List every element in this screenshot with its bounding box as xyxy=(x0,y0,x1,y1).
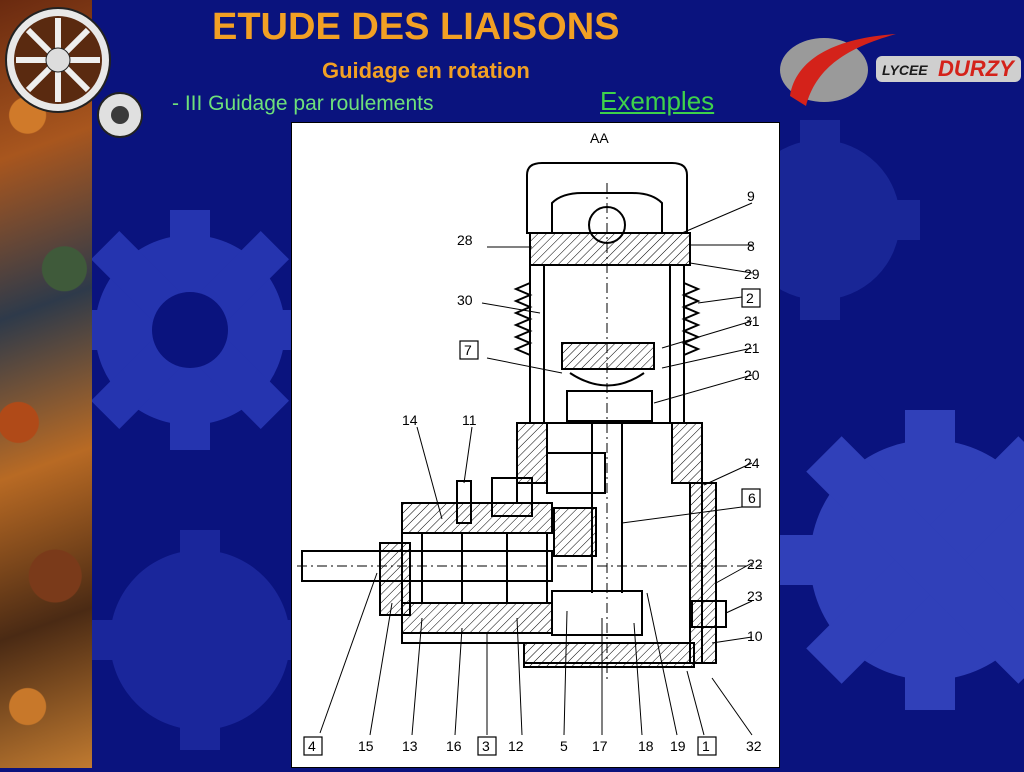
part-label-5: 5 xyxy=(560,738,568,754)
decorative-texture-strip xyxy=(0,0,92,768)
part-label-4: 4 xyxy=(308,738,316,754)
part-label-10: 10 xyxy=(747,628,763,644)
part-label-28: 28 xyxy=(457,232,473,248)
pump-cross-section-diagram: AA 9 8 29 2 31 21 20 24 6 22 23 10 28 30… xyxy=(297,130,763,756)
part-label-29: 29 xyxy=(744,266,760,282)
part-label-23: 23 xyxy=(747,588,763,604)
logo-word-durzy: DURZY xyxy=(938,56,1014,81)
part-label-9: 9 xyxy=(747,188,755,204)
logo-emblem-icon xyxy=(780,34,1021,106)
part-label-8: 8 xyxy=(747,238,755,254)
part-label-20: 20 xyxy=(744,367,760,383)
part-label-15: 15 xyxy=(358,738,374,754)
part-label-13: 13 xyxy=(402,738,418,754)
part-label-18: 18 xyxy=(638,738,654,754)
part-label-30: 30 xyxy=(457,292,473,308)
slide-title: ETUDE DES LIAISONS xyxy=(212,6,620,48)
view-label: AA xyxy=(590,130,609,146)
part-label-2: 2 xyxy=(746,290,754,306)
gear-illustration-icon xyxy=(5,7,143,138)
part-label-19: 19 xyxy=(670,738,686,754)
part-label-1: 1 xyxy=(702,738,710,754)
part-label-24: 24 xyxy=(744,455,760,471)
technical-drawing: AA 9 8 29 2 31 21 20 24 6 22 23 10 28 30… xyxy=(291,122,780,768)
section-heading: - III Guidage par roulements xyxy=(172,92,434,115)
part-label-11: 11 xyxy=(462,412,477,428)
part-label-31: 31 xyxy=(744,313,760,329)
part-label-6: 6 xyxy=(748,490,756,506)
exemples-link[interactable]: Exemples xyxy=(600,86,715,116)
part-label-32: 32 xyxy=(746,738,762,754)
part-label-12: 12 xyxy=(508,738,524,754)
part-label-16: 16 xyxy=(446,738,462,754)
part-label-7: 7 xyxy=(464,342,472,358)
part-label-21: 21 xyxy=(744,340,760,356)
part-label-17: 17 xyxy=(592,738,608,754)
lycee-durzy-logo: LYCEE DURZY xyxy=(776,28,1024,112)
part-label-3: 3 xyxy=(482,738,490,754)
slide-subtitle: Guidage en rotation xyxy=(322,58,530,83)
part-label-22: 22 xyxy=(747,556,763,572)
logo-word-lycee: LYCEE xyxy=(882,62,928,78)
part-label-14: 14 xyxy=(402,412,418,428)
